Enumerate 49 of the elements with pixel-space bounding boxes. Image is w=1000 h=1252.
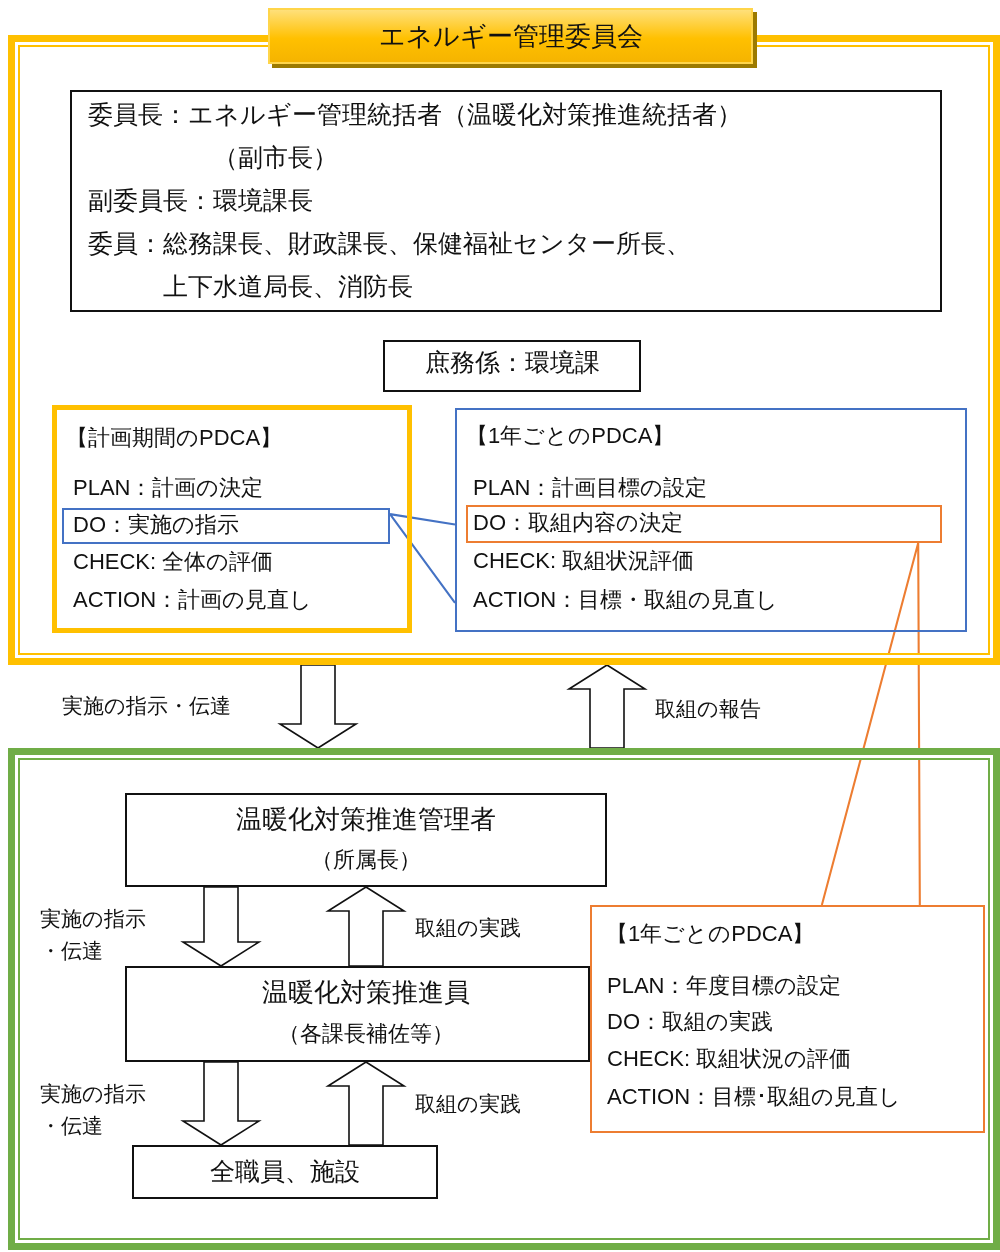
block-arrow — [325, 886, 407, 967]
pdca-step: ACTION：目標・取組の見直し — [473, 586, 779, 615]
pdca-heading: 【計画期間のPDCA】 — [66, 424, 283, 452]
pdca-step: PLAN：計画目標の設定 — [473, 474, 708, 503]
pdca-step: PLAN：年度目標の設定 — [607, 972, 842, 1001]
role-title: 温暖化対策推進管理者 — [235, 803, 497, 836]
pdca-panel — [52, 405, 412, 633]
department-frame — [8, 748, 1000, 1250]
callout-box — [590, 905, 985, 1133]
edge-label: 実施の指示・伝達 — [40, 906, 147, 964]
member-entry: 委員：総務課長、財政課長、保健福祉センター所長、上下水道局長、消防長 — [88, 228, 692, 302]
edge-label: 取組の実践 — [415, 915, 522, 941]
role-box — [125, 793, 607, 887]
pdca-step: CHECK: 取組状況の評価 — [607, 1045, 852, 1074]
block-arrow — [277, 664, 359, 749]
pdca-heading: 【1年ごとのPDCA】 — [466, 422, 675, 450]
role-title: 全職員、施設 — [209, 1156, 361, 1187]
role-subtitle: （各課長補佐等） — [277, 1020, 455, 1048]
role-box — [125, 966, 590, 1062]
block-arrow — [566, 664, 648, 749]
member-entry: 副委員長：環境課長 — [88, 185, 313, 216]
member-list-box — [70, 90, 942, 312]
pdca-step: DO：取組内容の決定 — [473, 509, 683, 538]
pdca-step: ACTION：目標･取組の見直し — [607, 1083, 902, 1112]
secretariat-text: 庶務係：環境課 — [423, 347, 601, 378]
block-arrow — [180, 886, 262, 967]
pdca-step: DO：取組の実践 — [607, 1008, 773, 1037]
block-arrow — [325, 1061, 407, 1146]
edge-label: 実施の指示・伝達 — [62, 693, 232, 719]
secretariat-box — [383, 340, 641, 392]
callout-pointer — [820, 541, 921, 907]
member-entry: 委員長：エネルギー管理統括者（温暖化対策推進統括者）（副市長） — [88, 99, 743, 173]
role-title: 温暖化対策推進員 — [261, 976, 471, 1009]
edge-label: 取組の実践 — [415, 1091, 522, 1117]
role-box — [132, 1145, 438, 1199]
role-subtitle: （所属長） — [310, 846, 422, 874]
edge-label: 取組の報告 — [655, 696, 762, 722]
pdca-step: ACTION：計画の見直し — [73, 586, 313, 615]
pdca-step: PLAN：計画の決定 — [73, 474, 264, 503]
pdca-step: CHECK: 全体の評価 — [73, 548, 274, 577]
pdca-step: DO：実施の指示 — [73, 511, 239, 540]
block-arrow — [180, 1061, 262, 1146]
pdca-heading: 【1年ごとのPDCA】 — [606, 920, 815, 948]
highlighted-step-box — [62, 508, 390, 544]
highlighted-step-box — [466, 505, 942, 543]
edge-label: 実施の指示・伝達 — [40, 1081, 147, 1139]
pdca-step: CHECK: 取組状況評価 — [473, 547, 695, 576]
callout-pointer — [388, 513, 457, 604]
pdca-panel — [455, 408, 967, 632]
